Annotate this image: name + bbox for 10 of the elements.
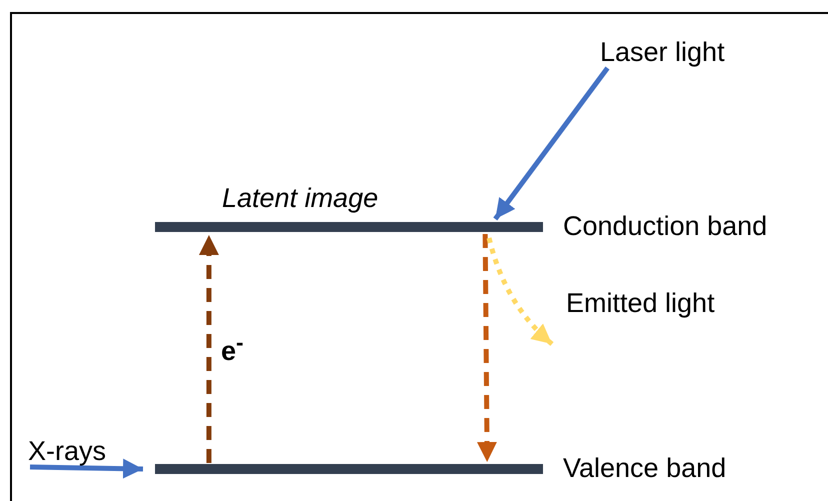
arrow [493, 66, 610, 220]
arrow [476, 234, 497, 462]
arrow [30, 458, 144, 479]
band-label: Conduction band [563, 211, 768, 242]
state-label: Latent image [222, 183, 378, 214]
arrow [198, 235, 219, 463]
source-label: Laser light [600, 37, 725, 68]
source-label: X-rays [28, 436, 106, 468]
band-label: Valence band [563, 453, 726, 484]
arrow [486, 237, 554, 346]
